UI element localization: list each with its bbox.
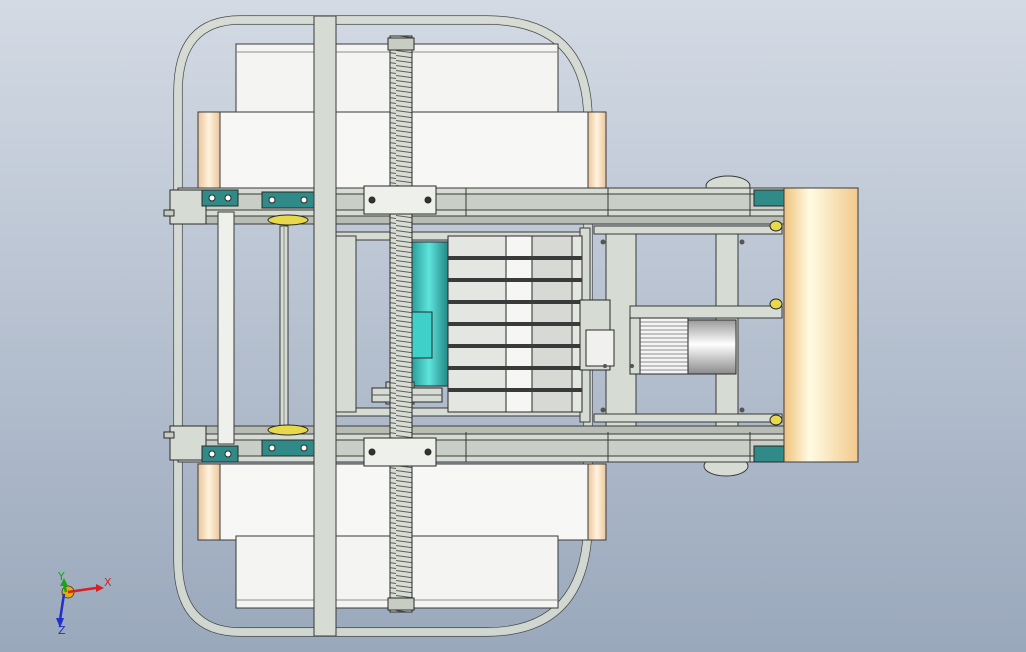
- y-axis-label: Y: [57, 570, 65, 583]
- drive-roller: [783, 187, 859, 463]
- z-axis-arrow: [58, 593, 66, 621]
- left-bearing-blocks: [163, 189, 239, 463]
- x-axis-arrow: [67, 586, 97, 594]
- top-left-end-pad: [197, 111, 221, 189]
- drive-motor: [629, 317, 737, 375]
- z-axis-arrowhead: [56, 618, 64, 628]
- y-axis-arrowhead: [60, 578, 68, 586]
- coordinate-triad: X Y Z: [56, 570, 112, 637]
- cutter-drum: [447, 235, 615, 413]
- bottom-right-end-pad: [587, 463, 607, 541]
- central-vertical-beam: [313, 15, 337, 637]
- top-right-end-pad: [587, 111, 607, 189]
- left-guide-rods: [217, 211, 289, 445]
- lead-screw: [363, 35, 437, 613]
- bottom-left-end-pad: [197, 463, 221, 541]
- x-axis-arrowhead: [96, 584, 104, 592]
- frame-bolts: [600, 239, 745, 413]
- z-axis-label: Z: [58, 624, 66, 637]
- drum-ribs: [448, 256, 582, 392]
- x-axis-label: X: [104, 576, 112, 589]
